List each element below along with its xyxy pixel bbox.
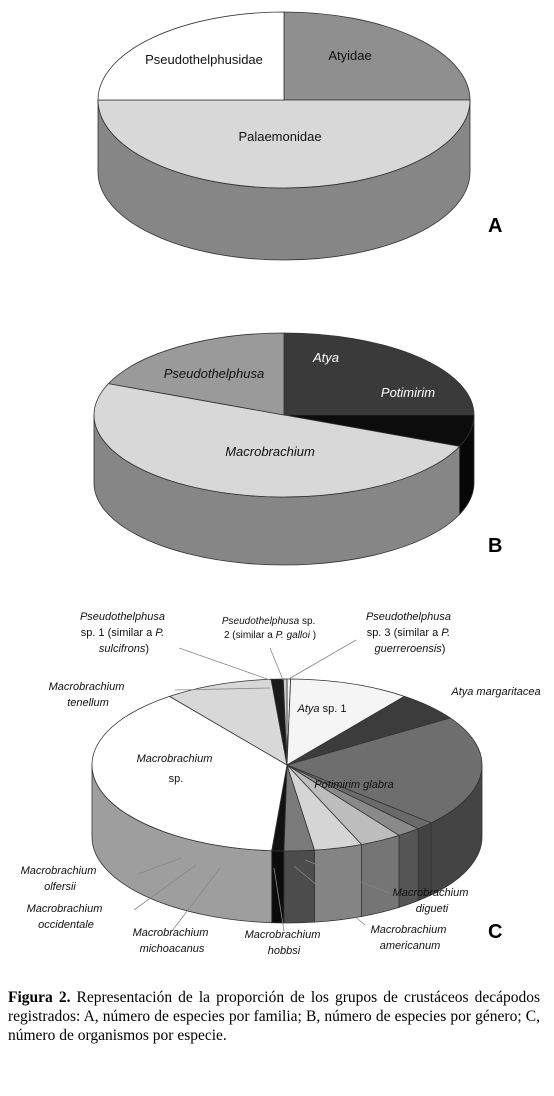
label-ps3: Pseudothelphusa sp. 3 (similar a P. guer… — [366, 611, 454, 655]
label-potimirim-glabra: Potimirim glabra — [314, 779, 393, 791]
label-olfersii: Macrobrachium olfersii — [21, 865, 100, 893]
pie-side-7 — [314, 843, 362, 923]
pie-slice-10 — [91, 695, 288, 852]
pie-chart-b — [93, 332, 475, 566]
label-pseudothelphusidae: Pseudothelphusidae — [145, 52, 263, 67]
label-palaemonidae: Palaemonidae — [238, 129, 321, 144]
label-occidentale: Macrobrachium occidentale — [27, 903, 106, 931]
leader-lines — [133, 639, 390, 932]
pie-slice-2 — [93, 383, 461, 498]
pie-slice-1 — [97, 99, 471, 189]
figure-canvas: Atyidae Palaemonidae Pseudothelphusidae … — [21, 11, 541, 957]
label-michoacanus: Macrobrachium michoacanus — [133, 927, 212, 955]
pie-chart-a — [97, 11, 471, 261]
panel-letter-a: A — [488, 215, 502, 237]
pie-slice-13 — [282, 678, 288, 766]
pie-slice-0 — [283, 11, 471, 101]
label-hobbsi: Macrobrachium hobbsi — [245, 929, 324, 957]
pie-slice-1 — [286, 678, 406, 766]
pie-slice-3 — [107, 332, 285, 416]
label-pseudothelphusa: Pseudothelphusa — [164, 366, 264, 381]
label-atyidae: Atyidae — [328, 48, 371, 63]
label-potimirim: Potimirim — [381, 385, 435, 400]
label-ps1: Pseudothelphusa sp. 1 (similar a P. sulc… — [80, 611, 168, 655]
label-digueti: Macrobrachium digueti — [393, 887, 472, 915]
pie-side-6 — [361, 834, 400, 917]
pie-side-9 — [271, 850, 285, 924]
label-tenellum: Macrobrachium tenellum — [49, 681, 128, 709]
pie-slice-0 — [283, 332, 475, 416]
pie-slice-3 — [285, 717, 483, 824]
labels-c: Pseudothelphusa sp. 1 (similar a P. sulc… — [21, 611, 541, 957]
label-atya-margaritacea: Atya margaritacea — [450, 686, 540, 698]
caption-label: Figura 2. — [8, 989, 71, 1006]
pie-chart-c — [91, 678, 483, 924]
label-americanum: Macrobrachium americanum — [371, 924, 450, 952]
panel-letter-b: B — [488, 535, 502, 557]
label-macrobrachium-sp: Macrobrachium sp. — [137, 753, 216, 785]
pie-slice-2 — [97, 11, 285, 101]
label-atya: Atya — [312, 350, 339, 365]
label-atya-sp1: Atya sp. 1 — [297, 703, 347, 715]
pie-side-8 — [283, 849, 315, 924]
label-macrobrachium: Macrobrachium — [225, 444, 315, 459]
label-ps2: Pseudothelphusa sp. 2 (similar a P. gall… — [222, 616, 318, 641]
panel-letter-c: C — [488, 921, 502, 943]
caption-text: Representación de la proporción de los g… — [8, 989, 540, 1044]
figure-caption: Figura 2. Representación de la proporció… — [8, 988, 540, 1045]
